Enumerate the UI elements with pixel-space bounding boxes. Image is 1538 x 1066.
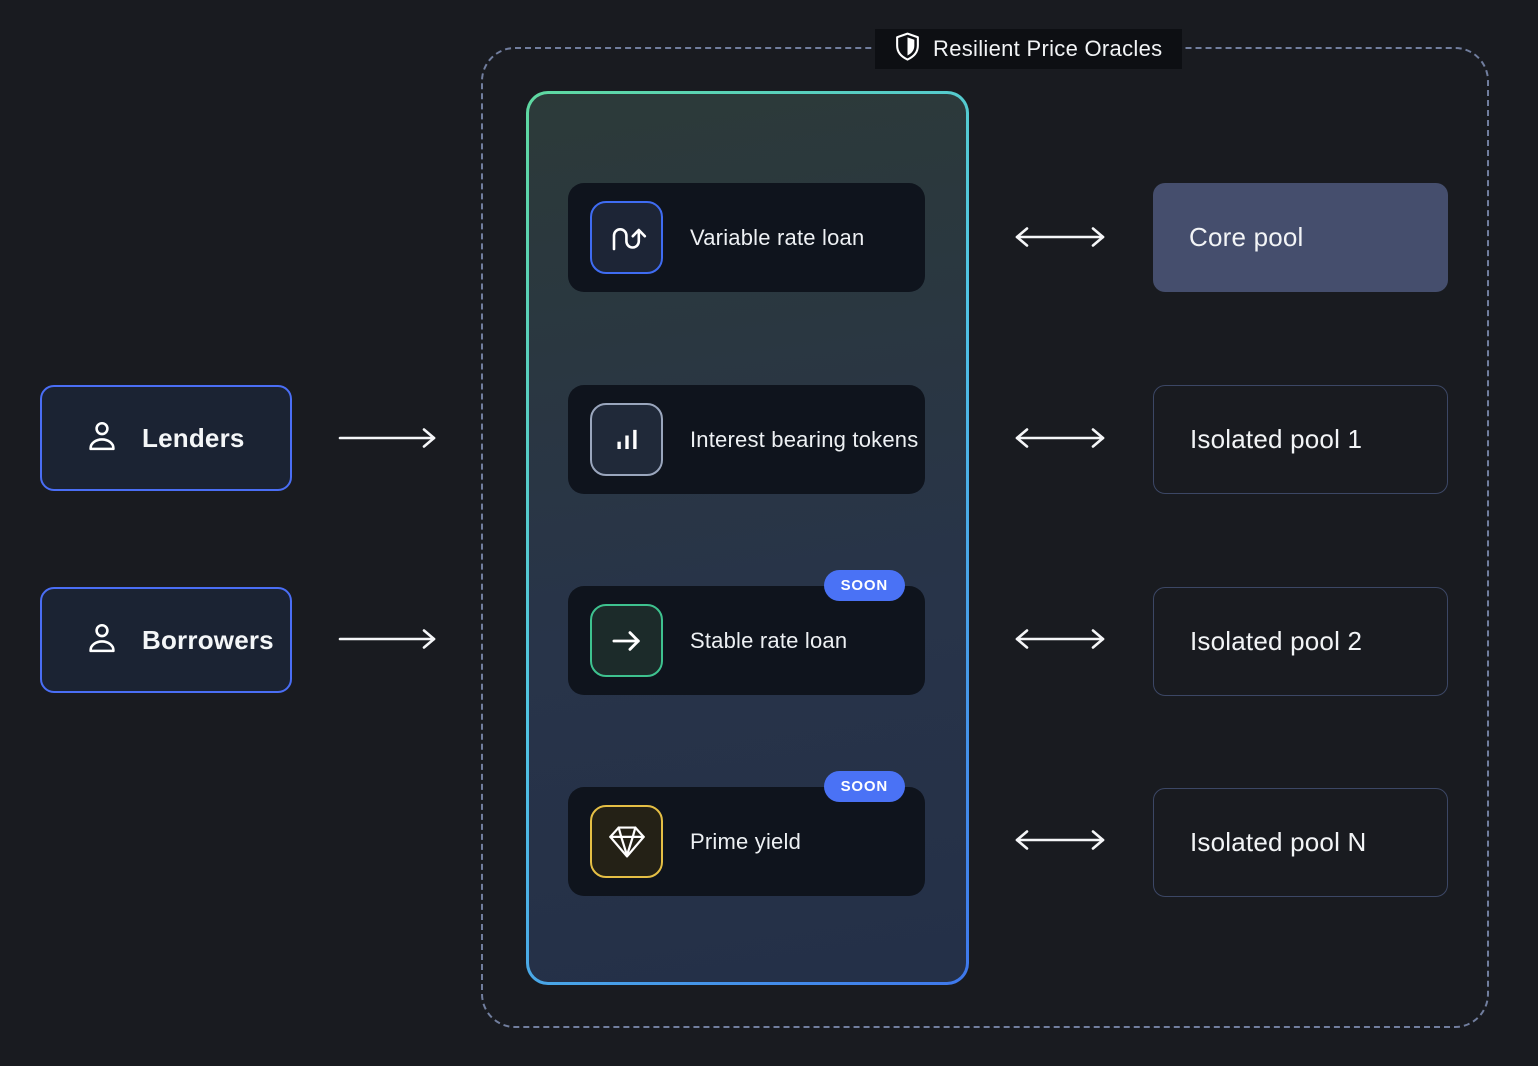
isolated-pool-2-box: Isolated pool 2: [1153, 587, 1448, 696]
protocol-features-box: Variable rate loan Interest bearing toke…: [526, 91, 969, 985]
person-icon: [84, 418, 120, 459]
double-arrow-icon: [1010, 826, 1110, 854]
card-prime-yield: SOON Prime yield: [568, 771, 925, 896]
core-pool-box: Core pool: [1153, 183, 1448, 292]
protocol-features-inner: Variable rate loan Interest bearing toke…: [529, 94, 966, 982]
double-arrow-icon: [1010, 625, 1110, 653]
arrow-right-icon: [590, 604, 663, 677]
borrowers-box: Borrowers: [40, 587, 292, 693]
oracle-frame-title: Resilient Price Oracles: [875, 29, 1183, 69]
resilient-price-oracles-frame: Resilient Price Oracles: [481, 29, 1489, 1028]
lenders-box: Lenders: [40, 385, 292, 491]
lenders-arrow-icon: [337, 424, 441, 452]
card-label: Interest bearing tokens: [690, 426, 919, 452]
double-arrow-icon: [1010, 223, 1110, 251]
oracle-frame-title-text: Resilient Price Oracles: [933, 36, 1163, 61]
diamond-icon: [590, 805, 663, 878]
card-variable-rate-loan: Variable rate loan: [568, 183, 925, 292]
card-label: Stable rate loan: [690, 627, 848, 653]
double-arrow-icon: [1010, 424, 1110, 452]
isolated-pool-1-box: Isolated pool 1: [1153, 385, 1448, 494]
card-label: Prime yield: [690, 828, 802, 854]
soon-badge: SOON: [823, 570, 905, 601]
soon-badge: SOON: [823, 771, 905, 802]
card-label: Variable rate loan: [690, 224, 865, 250]
person-icon: [84, 620, 120, 661]
borrowers-label: Borrowers: [142, 624, 274, 655]
card-interest-bearing-tokens: Interest bearing tokens: [568, 385, 925, 494]
borrowers-arrow-icon: [337, 625, 441, 653]
bar-chart-icon: [590, 403, 663, 476]
variable-rate-icon: [590, 201, 663, 274]
card-stable-rate-loan: SOON Stable rate loan: [568, 570, 925, 695]
lenders-label: Lenders: [142, 422, 245, 453]
isolated-pool-n-box: Isolated pool N: [1153, 788, 1448, 897]
shield-icon: [895, 32, 920, 66]
